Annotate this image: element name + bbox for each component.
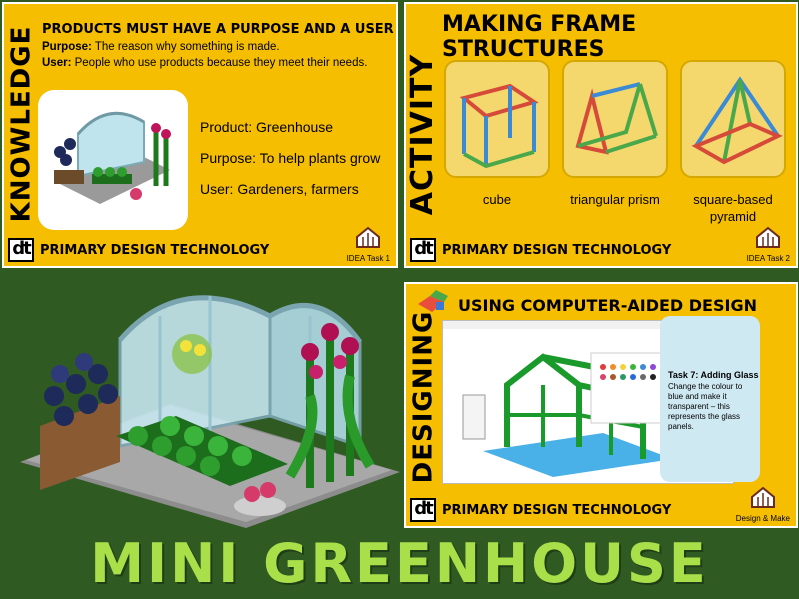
dt-logo: dt xyxy=(410,498,436,522)
footer: dt PRIMARY DESIGN TECHNOLOGY xyxy=(410,498,671,522)
task-box: Task 7: Adding Glass Change the colour t… xyxy=(660,316,760,482)
footer: dt PRIMARY DESIGN TECHNOLOGY xyxy=(410,238,671,262)
knowledge-side-label: KNOWLEDGE xyxy=(6,25,37,223)
greenhouse-image xyxy=(38,90,188,230)
footer-text: PRIMARY DESIGN TECHNOLOGY xyxy=(40,242,270,258)
activity-side-label: ACTIVITY xyxy=(405,53,441,215)
footer-text: PRIMARY DESIGN TECHNOLOGY xyxy=(442,242,672,258)
designing-title: USING COMPUTER-AIDED DESIGN xyxy=(458,296,757,315)
greenhouse-icon xyxy=(756,226,781,248)
cad-app-icon xyxy=(418,290,448,312)
activity-card: ACTIVITY MAKING FRAME STRUCTURES cube tr… xyxy=(404,2,798,268)
product-text: Product: Greenhouse xyxy=(200,119,334,135)
square-based-pyramid-photo xyxy=(680,60,786,178)
footer: dt PRIMARY DESIGN TECHNOLOGY xyxy=(8,238,269,262)
cube-photo xyxy=(444,60,550,178)
activity-title: MAKING FRAME STRUCTURES xyxy=(442,12,637,62)
triangular-prism-caption: triangular prism xyxy=(570,192,660,207)
knowledge-card: KNOWLEDGE PRODUCTS MUST HAVE A PURPOSE A… xyxy=(2,2,398,268)
dt-logo: dt xyxy=(410,238,436,262)
task-badge: IDEA Task 2 xyxy=(747,225,790,263)
task-body: Change the colour to blue and make it tr… xyxy=(668,382,743,431)
task-badge: IDEA Task 1 xyxy=(347,225,390,263)
square-based-pyramid-caption: square-based pyramid xyxy=(693,192,773,224)
task-title: Task 7: Adding Glass xyxy=(668,370,759,380)
cube-caption: cube xyxy=(482,192,512,207)
knowledge-title: PRODUCTS MUST HAVE A PURPOSE AND A USER xyxy=(42,22,394,37)
triangular-prism-photo xyxy=(562,60,668,178)
user-text: User: Gardeners, farmers xyxy=(200,181,359,197)
designing-card: DESIGNING USING COMPUTER-AIDED DESIGN Ta… xyxy=(404,282,798,528)
purpose-definition: Purpose: The reason why something is mad… xyxy=(42,41,280,53)
designing-side-label: DESIGNING xyxy=(408,310,438,484)
dt-logo: dt xyxy=(8,238,34,262)
user-definition: User: People who use products because th… xyxy=(42,57,368,69)
main-greenhouse-illustration xyxy=(20,276,400,528)
footer-text: PRIMARY DESIGN TECHNOLOGY xyxy=(442,502,672,518)
greenhouse-icon xyxy=(750,486,775,508)
task-badge: Design & Make xyxy=(736,485,790,523)
greenhouse-icon xyxy=(356,226,381,248)
main-title: MINI GREENHOUSE xyxy=(90,532,709,595)
purpose-text: Purpose: To help plants grow xyxy=(200,150,381,166)
